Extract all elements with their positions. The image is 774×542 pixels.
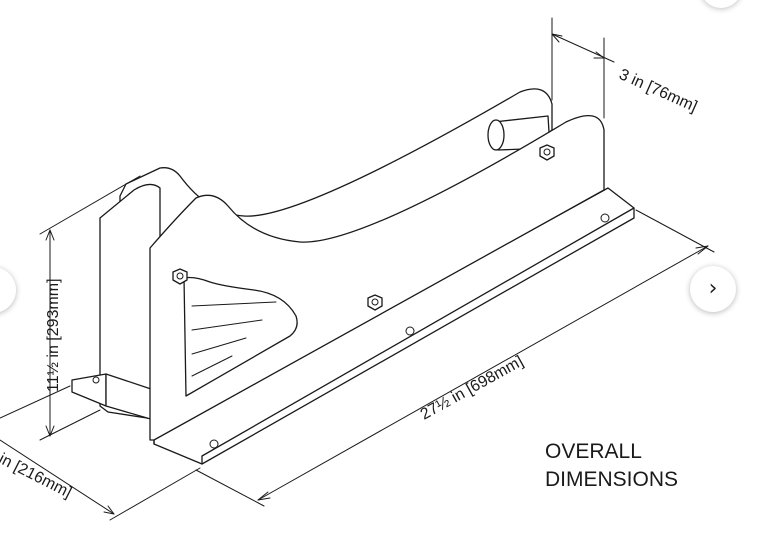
bolt-upper-right [539, 144, 555, 161]
bolt-upper-left [172, 268, 188, 285]
chevron-right-icon: › [708, 276, 718, 301]
caption-line-1: OVERALL [545, 440, 642, 463]
corner-control-button[interactable] [700, 0, 742, 8]
dimension-label-height: 11½ in [293mm] [45, 278, 62, 392]
caption-line-2: DIMENSIONS [545, 468, 678, 491]
hex-bolts [172, 144, 555, 311]
bolt-middle [367, 294, 383, 311]
left-end-plate [71, 183, 161, 421]
front-side-plate [149, 114, 605, 441]
dimension-label-top-width: 3 in [76mm] [616, 66, 699, 116]
dimension-height: 11½ in [293mm] [39, 175, 141, 441]
next-image-button[interactable]: › [690, 266, 736, 312]
previous-image-button[interactable]: ‹ [0, 267, 16, 313]
dimension-label-length: 27½ in [698mm] [418, 353, 527, 423]
bottom-flange [153, 187, 635, 465]
overall-dimensions-caption: OVERALL DIMENSIONS [545, 440, 678, 491]
dimension-top-width: 3 in [76mm] [551, 17, 700, 119]
dimension-label-depth: 8½ in [216mm] [0, 438, 74, 501]
